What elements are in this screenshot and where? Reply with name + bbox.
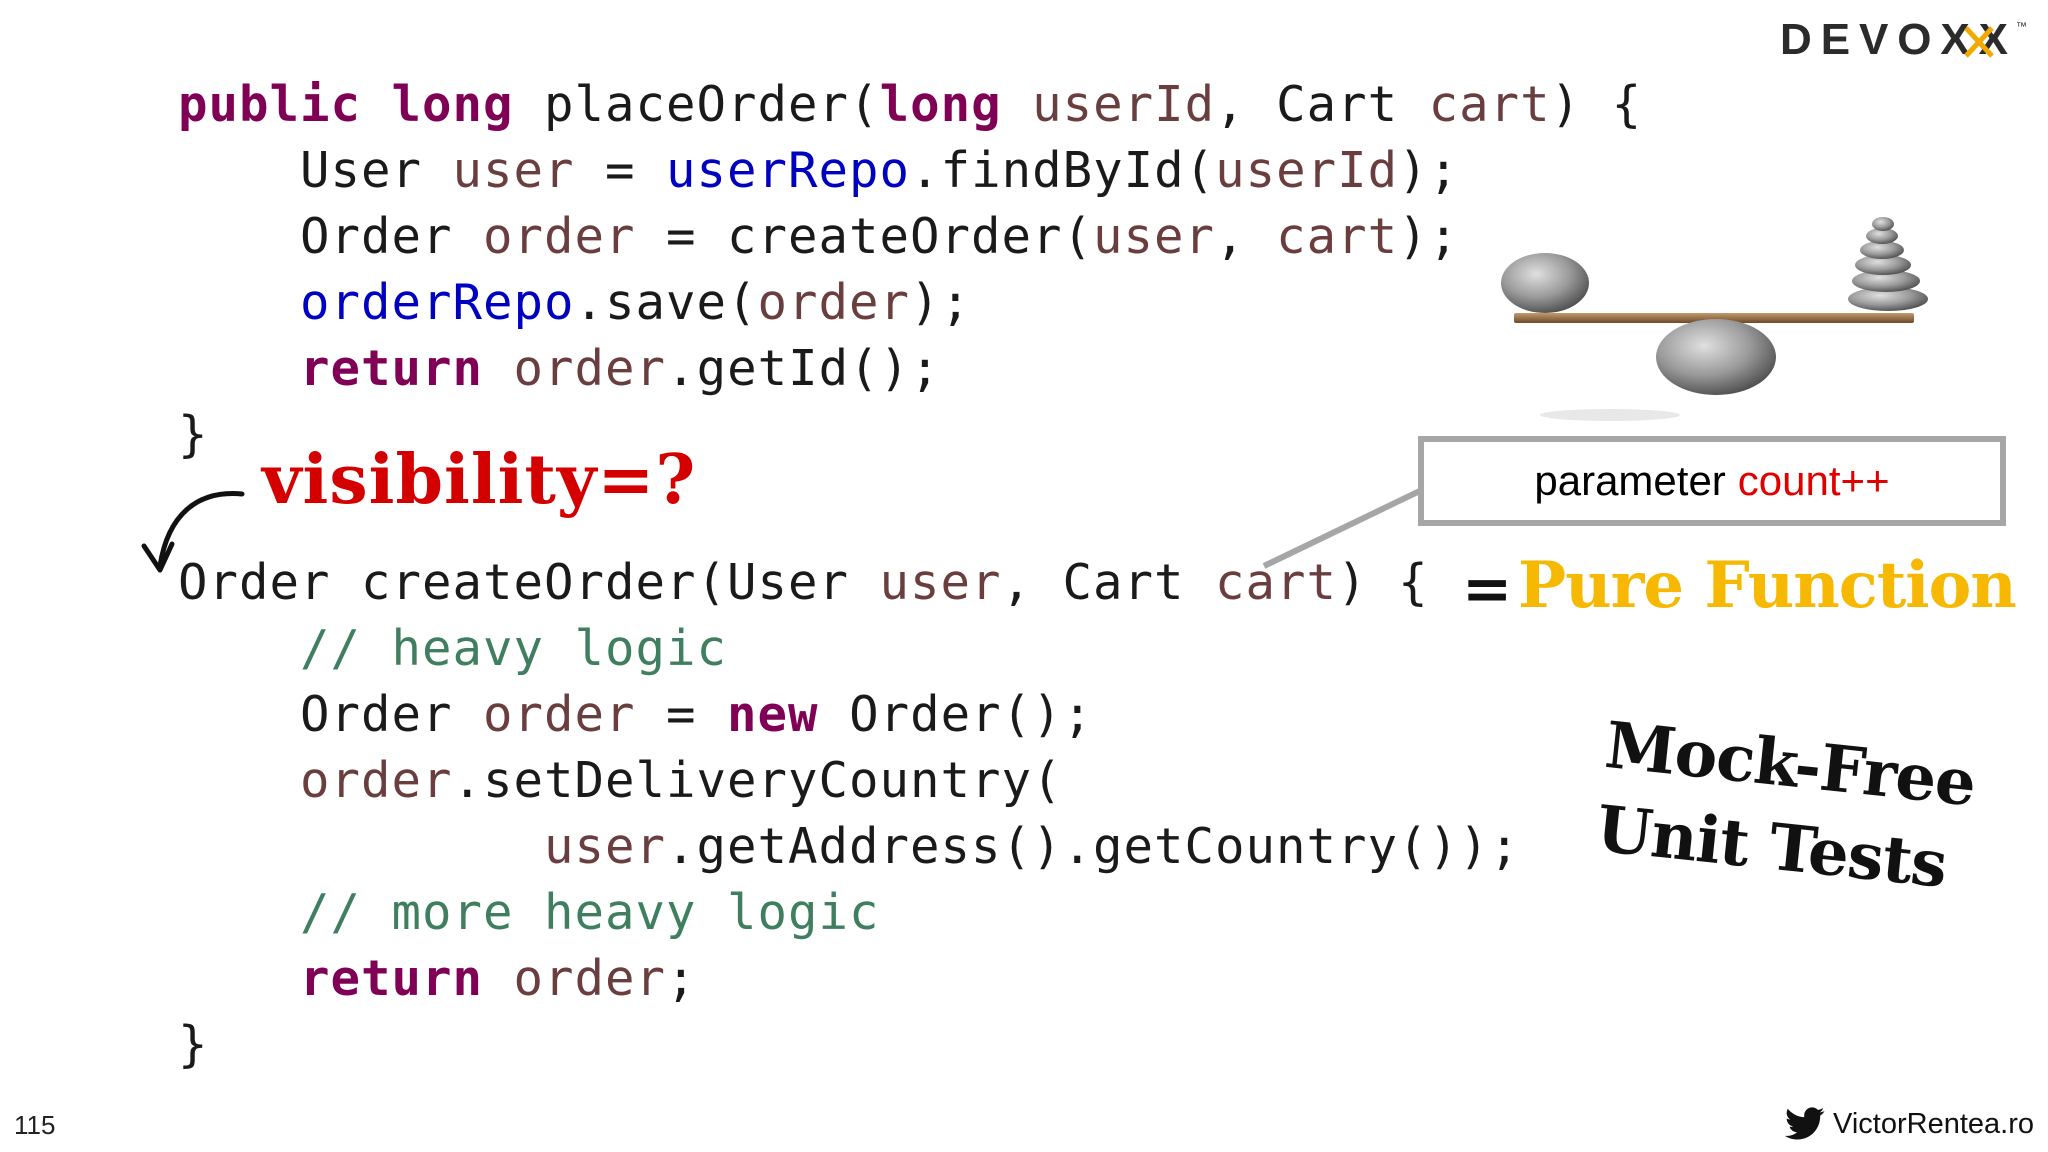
code-token: = createOrder( (635, 208, 1094, 265)
code-token: ); (910, 274, 972, 331)
code-token: .setDeliveryCountry( (452, 752, 1063, 809)
code-token: Order(); (818, 686, 1094, 743)
code-line: User user = userRepo.findById(userId); (178, 138, 1642, 204)
code-line: return order; (178, 946, 1520, 1012)
code-token (178, 950, 300, 1007)
code-token: user (1093, 208, 1216, 265)
code-token: } (178, 406, 209, 463)
code-token: placeOrder( (513, 76, 880, 133)
code-token: order (513, 340, 667, 397)
code-token: public (178, 76, 362, 133)
code-line: // more heavy logic (178, 880, 1520, 946)
twitter-bird-icon (1785, 1107, 1825, 1140)
code-token: , Cart (1001, 554, 1216, 611)
code-token: = (635, 686, 728, 743)
code-line: Order createOrder(User user, Cart cart) … (178, 550, 1520, 616)
pure-equals-sign: = (1462, 554, 1513, 624)
code-token: order (483, 686, 636, 743)
code-token (178, 340, 300, 397)
twitter-handle-text: VictorRentea.ro (1833, 1107, 2034, 1140)
code-token: cart (1276, 208, 1399, 265)
code-token: .getId(); (666, 340, 941, 397)
code-token: return (300, 950, 484, 1007)
code-line: user.getAddress().getCountry()); (178, 814, 1520, 880)
devoxx-x-accent (1964, 26, 1994, 58)
code-token (483, 950, 514, 1007)
code-token: long (879, 76, 1002, 133)
code-token: userId (1215, 142, 1399, 199)
code-token (178, 752, 300, 809)
code-token (1002, 76, 1033, 133)
code-token: User (178, 142, 453, 199)
code-token: orderRepo (300, 274, 575, 331)
code-token: , Cart (1215, 76, 1429, 133)
code-line: // heavy logic (178, 616, 1520, 682)
code-token: userId (1032, 76, 1216, 133)
code-token: Order createOrder(User (178, 554, 880, 611)
code-token: .save( (574, 274, 758, 331)
code-token: // more heavy logic (300, 884, 880, 941)
callout-connector-line (1262, 485, 1428, 569)
code-token: order (483, 208, 636, 265)
twitter-handle: VictorRentea.ro (1785, 1104, 2034, 1144)
code-token: order (757, 274, 911, 331)
code-token: ) { (1337, 554, 1429, 611)
code-token: cart (1428, 76, 1551, 133)
code-token: .findById( (910, 142, 1216, 199)
code-token: new (727, 686, 819, 743)
code-line: public long placeOrder(long userId, Cart… (178, 72, 1642, 138)
devoxx-logo: DEVOXX ™ (1780, 15, 2027, 64)
code-token (178, 620, 300, 677)
code-token: ); (1398, 208, 1460, 265)
code-token: ); (1398, 142, 1460, 199)
code-token: } (178, 1016, 209, 1073)
code-token (483, 340, 514, 397)
code-token: Order (178, 686, 484, 743)
pure-function-label: Pure Function (1518, 548, 2017, 623)
code-token (178, 884, 300, 941)
slide-number: 115 (14, 1110, 56, 1140)
code-token: = (574, 142, 667, 199)
code-token: user (452, 142, 575, 199)
code-line: return order.getId(); (178, 336, 1642, 402)
code-line: Order order = new Order(); (178, 682, 1520, 748)
code-token: long (391, 76, 514, 133)
parameter-count-callout: parameter count++ (1418, 436, 2006, 526)
code-line: } (178, 1012, 1520, 1078)
code-token: return (300, 340, 484, 397)
code-token: user (879, 554, 1002, 611)
code-token: order (513, 950, 667, 1007)
code-token: .getAddress().getCountry()); (666, 818, 1521, 875)
visibility-annotation: visibility=? (262, 440, 697, 520)
code-token: ; (666, 950, 697, 1007)
balanced-stones-image (1501, 217, 1928, 421)
code-block-create-order: Order createOrder(User user, Cart cart) … (178, 550, 1520, 1078)
code-token: user (544, 818, 667, 875)
code-line: orderRepo.save(order); (178, 270, 1642, 336)
curved-arrow-icon (141, 491, 245, 573)
code-token (178, 818, 544, 875)
code-token: // heavy logic (300, 620, 728, 677)
code-token: ) { (1550, 76, 1643, 133)
code-line: order.setDeliveryCountry( (178, 748, 1520, 814)
code-token: , (1215, 208, 1277, 265)
code-line: } (178, 402, 1642, 468)
code-line: Order order = createOrder(user, cart); (178, 204, 1642, 270)
param-box-highlight: count++ (1737, 457, 1890, 504)
code-token: Order (178, 208, 484, 265)
code-token: order (300, 752, 453, 809)
code-token: userRepo (666, 142, 911, 199)
devoxx-trademark: ™ (2016, 21, 2027, 33)
code-token (178, 274, 300, 331)
mock-free-label: Mock-Free Unit Tests (1592, 704, 1979, 910)
param-box-prefix: parameter (1534, 457, 1726, 504)
code-token (361, 76, 392, 133)
code-block-place-order: public long placeOrder(long userId, Cart… (178, 72, 1642, 468)
